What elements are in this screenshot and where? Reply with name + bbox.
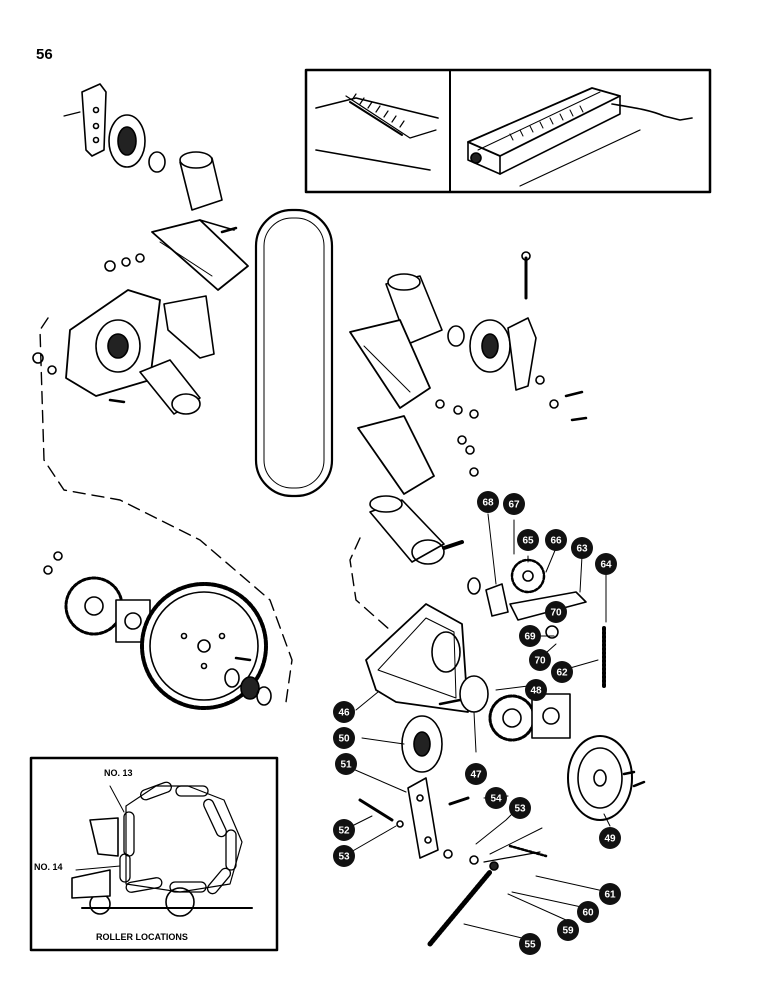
callout-54-circle — [485, 787, 507, 809]
right-bearing-flange — [469, 319, 511, 373]
belt-lacing-sketch — [315, 93, 439, 171]
callout-70-circle — [529, 649, 551, 671]
callout-65: 65 — [522, 536, 534, 547]
callout-48: 48 — [530, 686, 542, 697]
right-belt-guide-upper — [349, 319, 431, 409]
callout-68: 68 — [482, 498, 494, 509]
large-sprocket-hardware — [43, 551, 272, 706]
callout-52: 52 — [338, 826, 350, 837]
right-hardware — [435, 375, 588, 477]
tension-bolt-right — [448, 796, 470, 806]
idler-housing — [365, 603, 469, 713]
left-bearing-plate — [65, 289, 161, 397]
belt-lacing-inset-frame — [304, 68, 712, 194]
right-center-sprocket — [488, 694, 536, 742]
callout-61: 61 — [604, 890, 616, 901]
right-bolt-top — [521, 251, 531, 300]
callout-53: 53 — [338, 852, 350, 863]
callout-46-circle — [333, 701, 355, 723]
callout-51: 51 — [340, 760, 352, 771]
tension-arm — [407, 777, 439, 859]
callout-60-circle — [577, 901, 599, 923]
tension-locknut — [469, 855, 479, 865]
right-belt-guide-lower — [357, 415, 435, 495]
callout-53-circle — [509, 797, 531, 819]
idler-sprocket-small — [510, 558, 546, 594]
callout-63-circle — [571, 537, 593, 559]
callout-64-circle — [595, 553, 617, 575]
chain-path-right — [349, 537, 391, 631]
left-roller — [32, 352, 201, 415]
callout-67: 67 — [508, 500, 520, 511]
callout-49: 49 — [604, 834, 616, 845]
right-collar — [447, 325, 465, 347]
callout-67-circle — [503, 493, 525, 515]
callout-69: 69 — [524, 632, 536, 643]
baler-silhouette — [71, 781, 253, 917]
callout-65-circle — [517, 529, 539, 551]
roller-locations-inset-frame — [29, 756, 279, 952]
callout-59-circle — [557, 919, 579, 941]
callout-61-circle — [599, 883, 621, 905]
callout-60: 60 — [582, 908, 594, 919]
right-upper-bracket — [507, 317, 537, 391]
left-mount-bracket — [163, 295, 215, 359]
label-no-14: NO. 14 — [34, 862, 63, 872]
upper-left-collar — [148, 151, 166, 173]
callout-66: 66 — [550, 536, 562, 547]
idler-pulley — [401, 715, 443, 773]
upper-left-bearing-flange — [108, 114, 146, 168]
right-bearing-block — [531, 693, 571, 739]
callout-59: 59 — [562, 926, 574, 937]
left-bearing-block — [115, 599, 151, 643]
left-hardware — [104, 226, 238, 272]
callout-54: 54 — [490, 794, 502, 805]
callout-48-circle — [525, 679, 547, 701]
callout-51-circle — [335, 753, 357, 775]
lacing-tool-sketch — [467, 87, 693, 187]
callout-50-circle — [333, 727, 355, 749]
callout-53: 53 — [514, 804, 526, 815]
callout-62-circle — [551, 661, 573, 683]
callout-68-circle — [477, 491, 499, 513]
left-small-sprocket — [64, 576, 124, 636]
callout-55-circle — [519, 933, 541, 955]
large-sprocket — [140, 582, 268, 710]
callout-70: 70 — [550, 608, 562, 619]
main-belt — [254, 208, 334, 498]
callout-50: 50 — [338, 734, 350, 745]
page-number: 56 — [36, 46, 53, 63]
callout-47: 47 — [470, 770, 482, 781]
upper-left-roller — [179, 151, 223, 211]
callout-52-circle — [333, 819, 355, 841]
chain-path-left — [39, 317, 293, 703]
tension-nut — [443, 849, 453, 859]
callout-46: 46 — [338, 708, 350, 719]
inset-caption: ROLLER LOCATIONS — [96, 932, 188, 942]
large-pulley — [567, 735, 646, 821]
callout-55: 55 — [524, 940, 536, 951]
right-roller-upper — [385, 273, 443, 345]
callout-47-circle — [465, 763, 487, 785]
tension-bolt-left — [358, 798, 404, 828]
upper-left-bracket — [63, 83, 107, 157]
callout-49-circle — [599, 827, 621, 849]
drive-roller — [369, 495, 464, 565]
label-no-13: NO. 13 — [104, 768, 133, 778]
tension-spring — [427, 844, 548, 947]
callout-63: 63 — [576, 544, 588, 555]
callout-70: 70 — [534, 656, 546, 667]
callout-64: 64 — [600, 560, 612, 571]
callout-53-circle — [333, 845, 355, 867]
callout-62: 62 — [556, 668, 568, 679]
callout-69-circle — [519, 625, 541, 647]
callout-70-circle — [545, 601, 567, 623]
left-belt-guide — [151, 219, 249, 291]
callout-66-circle — [545, 529, 567, 551]
